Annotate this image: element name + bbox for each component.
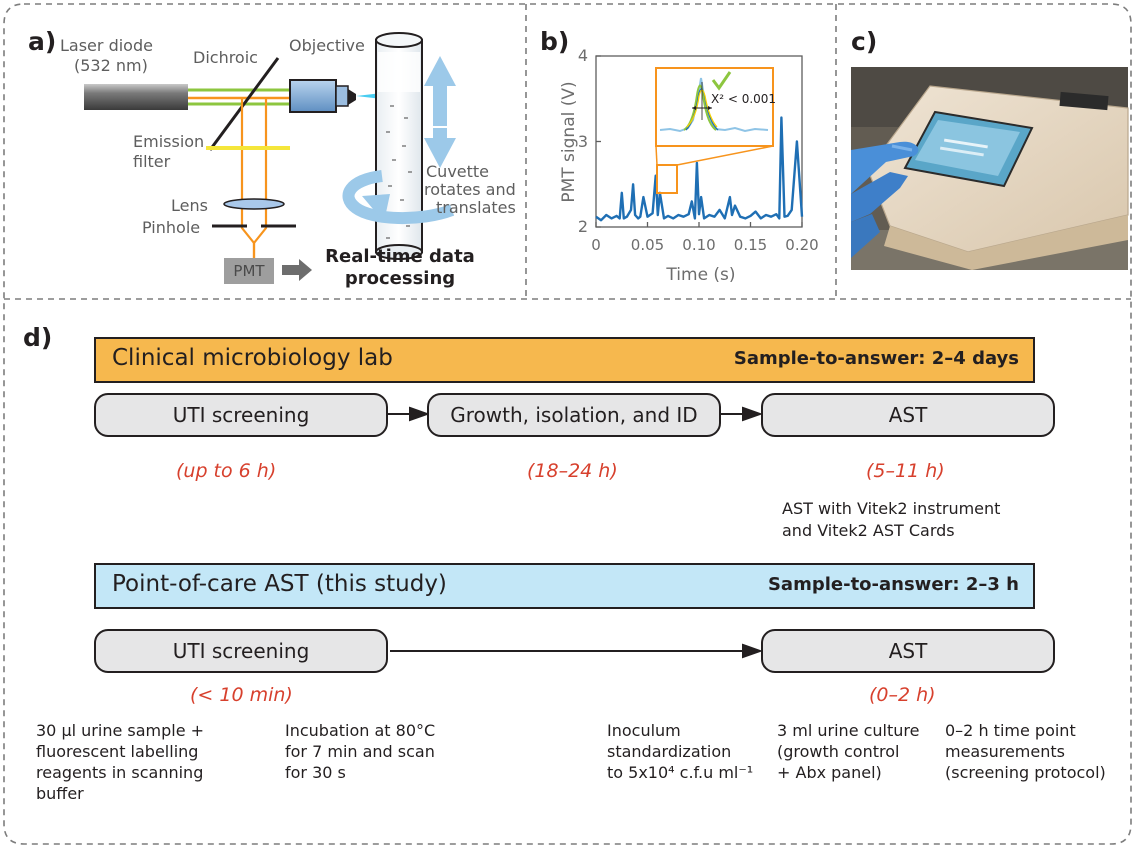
cuvette-label-line3: translates xyxy=(436,198,516,217)
poc-note-culture-3: + Abx panel) xyxy=(777,763,882,782)
poc-note-measure-2: measurements xyxy=(945,742,1065,761)
panel-d-letter: d) xyxy=(23,323,53,352)
objective-icon xyxy=(289,79,390,113)
pmt-signal-line xyxy=(595,116,804,222)
x-tick-label: 0.20 xyxy=(785,236,819,254)
realtime-label-line2: processing xyxy=(344,268,456,289)
cuvette-icon xyxy=(375,32,423,260)
x-tick-label: 0.05 xyxy=(630,236,665,254)
chart-xlabel: Time (s) xyxy=(666,265,736,285)
laser-label-line1: Laser diode xyxy=(60,36,153,55)
laser-diode-icon xyxy=(84,84,188,110)
pmt-chart xyxy=(595,55,804,228)
poc-time-ast: (0–2 h) xyxy=(869,684,936,706)
pmt-label: PMT xyxy=(233,262,265,280)
poc-note-measure-1: 0–2 h time point xyxy=(945,721,1076,740)
poc-note-sample-4: buffer xyxy=(36,784,84,803)
pmt-icon xyxy=(224,258,274,284)
lab-ast-note-line1: AST with Vitek2 instrument xyxy=(782,499,1001,518)
realtime-label-line1: Real-time data xyxy=(325,246,475,267)
cuvette-label-line2: rotates and xyxy=(424,180,516,199)
poc-note-inoculum-1: Inoculum xyxy=(607,721,681,740)
inset-zoom xyxy=(655,67,774,147)
poc-note-measure-3: (screening protocol) xyxy=(945,763,1106,782)
check-icon xyxy=(711,71,732,91)
objective-label: Objective xyxy=(289,36,365,55)
x-tick-label: 0.10 xyxy=(682,236,716,254)
chart-ticks xyxy=(595,55,803,228)
poc-note-sample-1: 30 µl urine sample + xyxy=(36,721,205,740)
laser-label-line2: (532 nm) xyxy=(74,56,148,75)
poc-step-ast: AST xyxy=(761,629,1055,673)
lab-time-uti: (up to 6 h) xyxy=(176,460,277,482)
poc-note-sample-2: fluorescent labelling xyxy=(36,742,199,761)
poc-sample-to-answer: Sample-to-answer: 2–3 h xyxy=(767,574,1019,595)
lens-label: Lens xyxy=(171,196,208,215)
dashed-frame xyxy=(3,3,1132,845)
poc-note-incubation-2: for 7 min and scan xyxy=(285,742,435,761)
dichroic-label: Dichroic xyxy=(193,48,258,67)
poc-note-incubation-3: for 30 s xyxy=(285,763,346,782)
device-photo xyxy=(851,67,1129,270)
dichroic-mirror-icon xyxy=(208,57,280,151)
zoom-source-box xyxy=(656,164,678,194)
y-tick-label: 4 xyxy=(577,46,588,65)
rotate-arrow-icon xyxy=(342,170,455,225)
lab-step-uti-screening: UTI screening xyxy=(94,393,388,437)
poc-banner: Point-of-care AST (this study) Sample-to… xyxy=(94,563,1035,609)
poc-note-culture-2: (growth control xyxy=(777,742,900,761)
x-tick-label: 0.15 xyxy=(733,236,768,254)
poc-step-uti-screening: UTI screening xyxy=(94,629,388,673)
panel-b-letter: b) xyxy=(540,27,570,56)
lab-time-ast: (5–11 h) xyxy=(866,460,945,482)
poc-note-culture-1: 3 ml urine culture xyxy=(777,721,920,740)
panel-a-optics xyxy=(84,32,456,284)
lab-step-ast: AST xyxy=(761,393,1055,437)
panel-a-letter: a) xyxy=(28,27,57,56)
poc-note-sample-3: reagents in scanning xyxy=(36,763,204,782)
y-tick-label: 3 xyxy=(577,131,588,151)
lab-banner: Clinical microbiology lab Sample-to-answ… xyxy=(94,337,1035,383)
emission-label-line1: Emission xyxy=(133,132,205,151)
poc-note-inoculum-2: standardization xyxy=(607,742,732,761)
lab-step-growth: Growth, isolation, and ID xyxy=(427,393,721,437)
workflow-connectors xyxy=(386,406,764,659)
lab-sample-to-answer: Sample-to-answer: 2–4 days xyxy=(733,348,1019,369)
lens-icon xyxy=(223,198,285,210)
poc-note-inoculum-3: to 5x10⁴ c.f.u ml⁻¹ xyxy=(607,763,754,782)
emission-label-line2: filter xyxy=(133,152,171,171)
poc-note-incubation-1: Incubation at 80°C xyxy=(285,721,436,740)
translate-arrow-icon xyxy=(424,56,456,168)
y-tick-label: 2 xyxy=(577,217,588,236)
arrow-right-icon xyxy=(282,259,312,281)
lab-ast-note-line2: and Vitek2 AST Cards xyxy=(782,521,955,540)
lab-time-growth: (18–24 h) xyxy=(527,460,618,482)
poc-time-uti: (< 10 min) xyxy=(190,684,293,706)
inset-chi-label: X² < 0.001 xyxy=(711,92,777,106)
cuvette-label-line1: Cuvette xyxy=(426,162,490,181)
x-tick-label: 0 xyxy=(591,236,601,254)
panel-c-letter: c) xyxy=(851,27,878,56)
lab-banner-title: Clinical microbiology lab xyxy=(112,345,393,371)
poc-banner-title: Point-of-care AST (this study) xyxy=(112,571,447,597)
pinhole-label: Pinhole xyxy=(142,218,201,237)
